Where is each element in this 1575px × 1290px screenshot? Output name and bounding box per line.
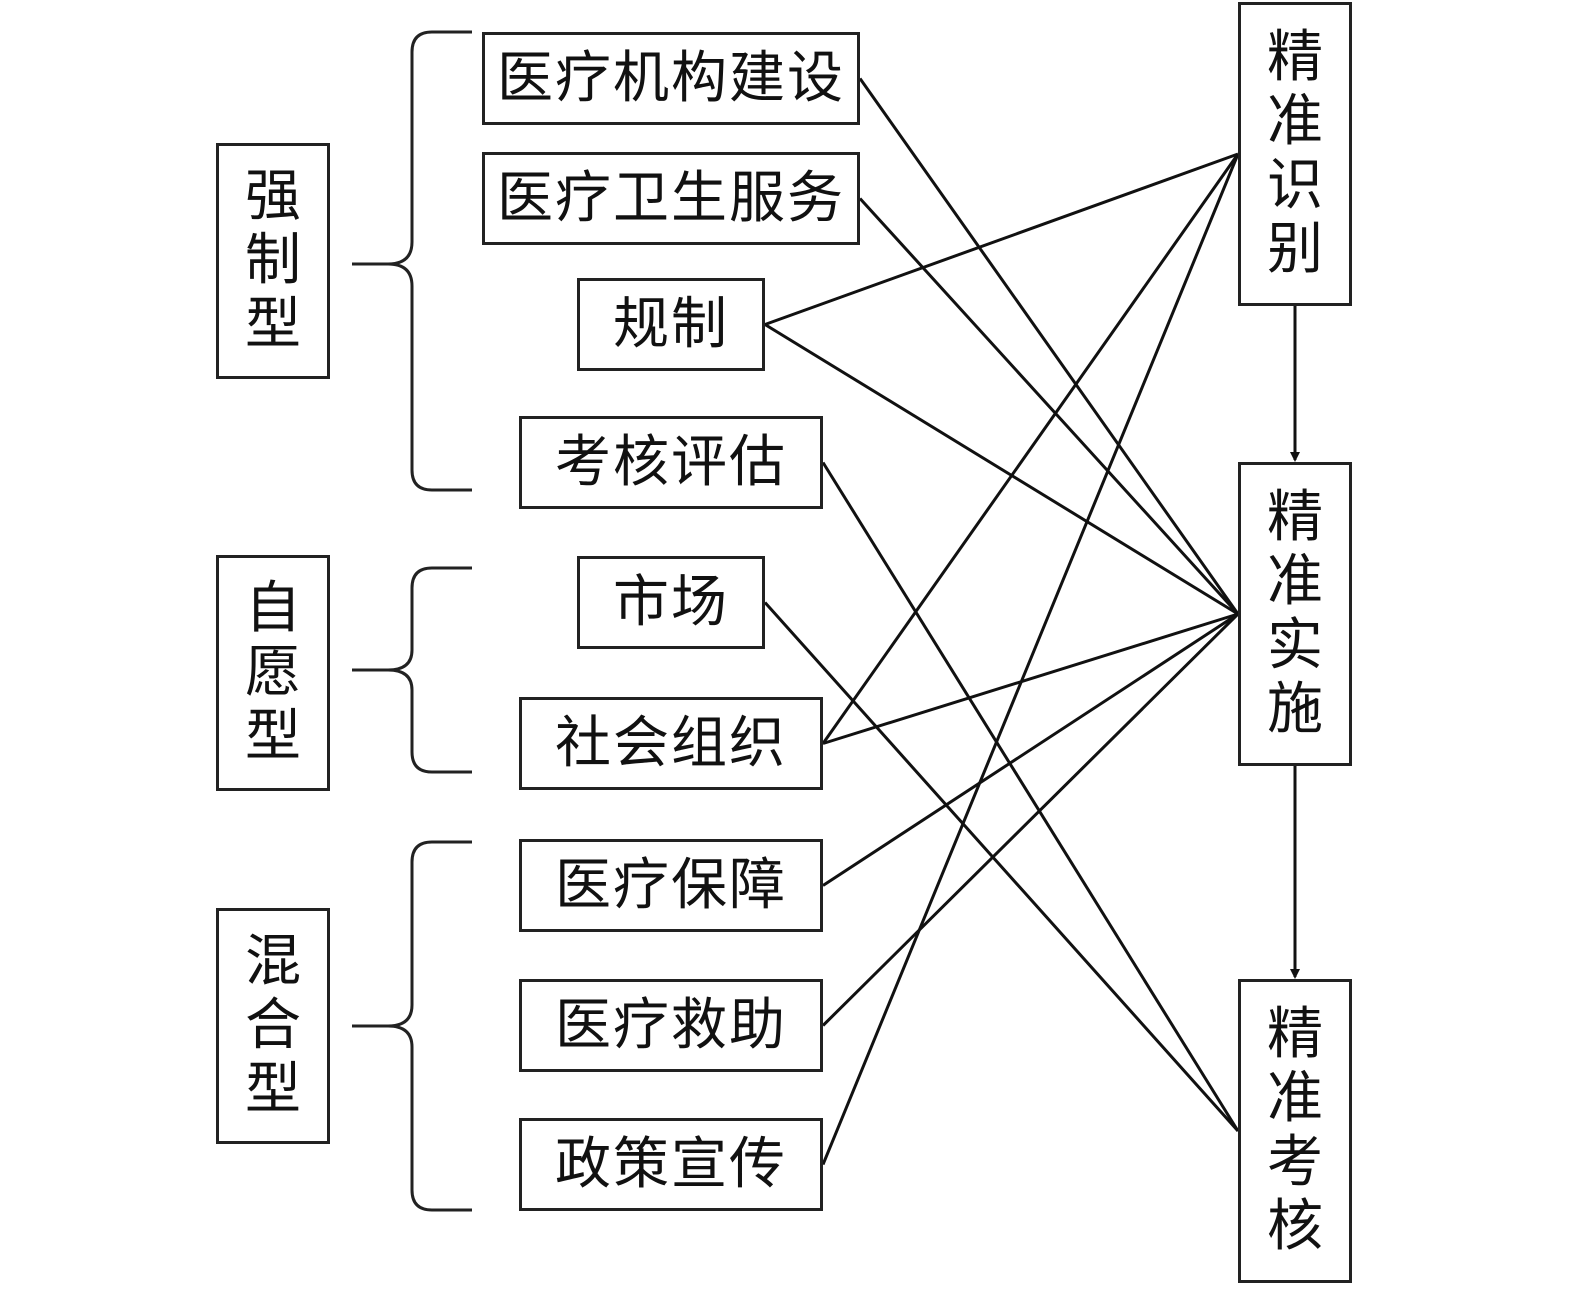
connector-t2-s2 <box>858 197 1240 616</box>
tool-box-social-organization: 社会组织 <box>519 697 823 790</box>
brace-mixed <box>352 840 472 1212</box>
tool-box-medical-insurance: 医疗保障 <box>519 839 823 932</box>
tool-box-assessment-evaluation: 考核评估 <box>519 416 823 509</box>
connector-t4-s3 <box>821 461 1240 1132</box>
tool-box-medical-assistance: 医疗救助 <box>519 979 823 1072</box>
connector-t6-s2 <box>822 612 1239 745</box>
tool-label: 考核评估 <box>555 429 787 495</box>
tool-label: 医疗保障 <box>555 852 787 918</box>
tool-label: 医疗救助 <box>555 992 787 1058</box>
tool-label: 政策宣传 <box>555 1131 787 1197</box>
tool-box-regulation: 规制 <box>577 278 765 371</box>
brace-voluntary <box>352 566 472 774</box>
tool-label: 医疗机构建设 <box>497 45 845 111</box>
tool-label: 市场 <box>613 569 729 635</box>
stage-precise-identification: 精准识别 <box>1238 2 1352 306</box>
connector-t5-s3 <box>763 601 1240 1133</box>
category-mandatory: 强制型 <box>216 143 330 379</box>
category-label: 混合型 <box>245 929 301 1122</box>
tool-box-medical-institution-construction: 医疗机构建设 <box>482 32 860 125</box>
stage-label: 精准实施 <box>1267 485 1323 742</box>
tool-box-market: 市场 <box>577 556 765 649</box>
tool-label: 规制 <box>613 291 729 357</box>
tool-box-policy-publicity: 政策宣传 <box>519 1118 823 1211</box>
stage-label: 精准识别 <box>1267 25 1323 282</box>
category-label: 自愿型 <box>245 576 301 769</box>
connector-t8-s2 <box>821 612 1240 1027</box>
connector-t7-s2 <box>822 612 1239 887</box>
connector-t9-s1 <box>821 153 1240 1166</box>
tool-label: 医疗卫生服务 <box>497 165 845 231</box>
tool-label: 社会组织 <box>555 710 787 776</box>
connector-t1-s2 <box>858 77 1240 615</box>
category-label: 强制型 <box>245 164 301 357</box>
stage-precise-assessment: 精准考核 <box>1238 979 1352 1283</box>
connector-t3-s1 <box>764 152 1239 326</box>
category-mixed: 混合型 <box>216 908 330 1144</box>
connector-t6-s1 <box>821 153 1240 745</box>
stage-label: 精准考核 <box>1267 1002 1323 1259</box>
stage-precise-implementation: 精准实施 <box>1238 462 1352 766</box>
tool-box-medical-health-service: 医疗卫生服务 <box>482 152 860 245</box>
category-voluntary: 自愿型 <box>216 555 330 791</box>
brace-mandatory <box>352 30 472 492</box>
connector-t3-s2 <box>764 323 1239 616</box>
